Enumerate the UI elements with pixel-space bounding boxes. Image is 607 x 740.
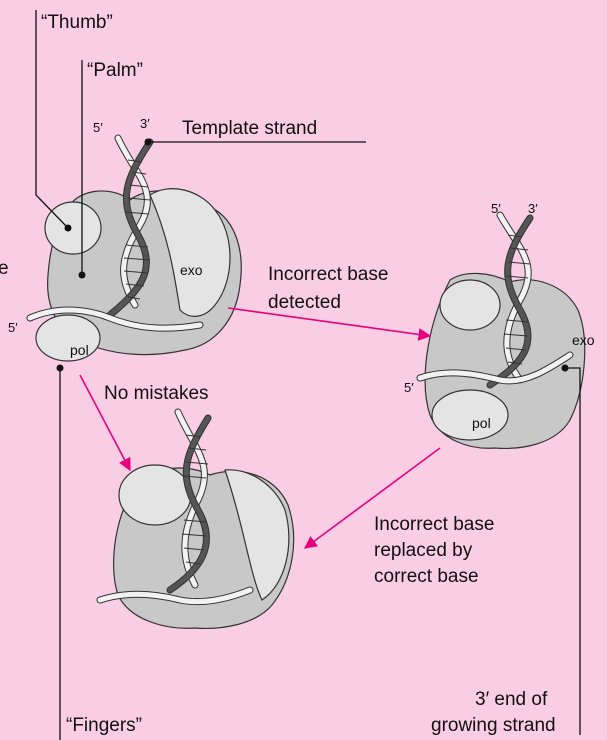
cut-off-letter: e bbox=[0, 258, 9, 279]
pol-label-2: pol bbox=[472, 415, 491, 431]
three-prime-label-1: 3′ bbox=[140, 116, 150, 131]
polymerase-right bbox=[420, 215, 585, 448]
fingers-domain bbox=[36, 315, 100, 361]
exo-label-2: exo bbox=[572, 332, 595, 348]
fingers-domain-2 bbox=[432, 390, 508, 440]
palm-label: “Palm” bbox=[87, 60, 143, 81]
polymerase-top-left bbox=[30, 138, 241, 361]
fingers-label: “Fingers” bbox=[66, 715, 142, 736]
template-strand-label: Template strand bbox=[182, 118, 317, 139]
five-prime-label-1: 5′ bbox=[93, 120, 103, 135]
thumb-domain-3 bbox=[119, 465, 191, 525]
replaced-line1: Incorrect base bbox=[374, 514, 494, 535]
three-end-line1: 3′ end of bbox=[475, 689, 548, 710]
five-prime-label-2: 5′ bbox=[8, 320, 18, 335]
incorrect-detected-line1: Incorrect base bbox=[268, 264, 388, 285]
three-end-line2: growing strand bbox=[431, 715, 556, 736]
thumb-leader bbox=[36, 10, 68, 228]
thumb-domain-2 bbox=[440, 280, 500, 330]
three-prime-label-3: 3′ bbox=[528, 201, 538, 216]
five-prime-label-4: 5′ bbox=[404, 380, 414, 395]
five-prime-label-3: 5′ bbox=[491, 201, 501, 216]
incorrect-detected-line2: detected bbox=[268, 292, 341, 313]
polymerase-bottom bbox=[100, 412, 294, 628]
thumb-domain bbox=[45, 202, 101, 254]
no-mistakes-label: No mistakes bbox=[104, 383, 209, 404]
thumb-label: “Thumb” bbox=[41, 12, 113, 33]
pol-label-1: pol bbox=[70, 342, 89, 358]
replaced-line2: replaced by bbox=[374, 540, 473, 561]
replaced-line3: correct base bbox=[374, 566, 479, 587]
exo-label-1: exo bbox=[180, 262, 203, 278]
